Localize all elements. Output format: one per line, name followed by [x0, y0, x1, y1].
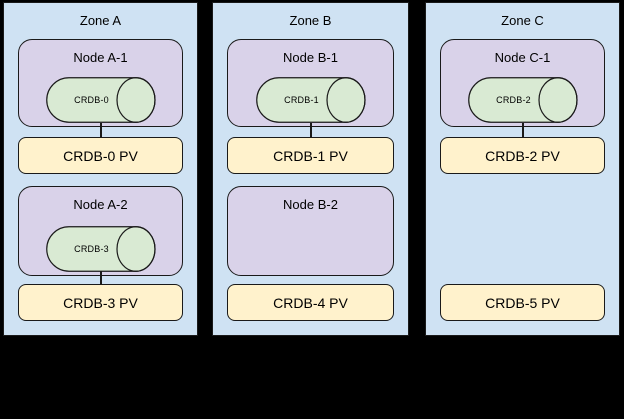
- crdb-2-cylinder: CRDB-2: [467, 77, 578, 123]
- database-cylinder-icon: [255, 77, 366, 123]
- zone-b-panel: Zone B Node B-1 CRDB-1 CRDB-1 PV Node B-…: [212, 2, 409, 336]
- node-a1-label: Node A-1: [73, 50, 128, 65]
- zone-b-label: Zone B: [289, 13, 332, 28]
- node-a1-box: Node A-1 CRDB-0: [18, 39, 183, 127]
- connector-crdb2-to-pv: [521, 123, 524, 138]
- crdb-0-pv-label: CRDB-0 PV: [63, 147, 138, 164]
- node-b1-label: Node B-1: [283, 50, 338, 65]
- crdb-2-pv-box: CRDB-2 PV: [440, 137, 605, 174]
- crdb-1-cylinder-label: CRDB-1: [284, 95, 319, 105]
- crdb-1-pv-label: CRDB-1 PV: [273, 147, 348, 164]
- zone-c-panel: Zone C Node C-1 CRDB-2 CRDB-2 PV CRDB-5 …: [425, 2, 620, 336]
- zone-a-panel: Zone A Node A-1 CRDB-0 CRDB-0 PV Node A-…: [3, 2, 198, 336]
- crdb-3-pv-label: CRDB-3 PV: [63, 294, 138, 311]
- node-b2-label: Node B-2: [283, 197, 338, 212]
- node-a2-label: Node A-2: [73, 197, 128, 212]
- crdb-3-cylinder: CRDB-3: [45, 226, 156, 272]
- connector-crdb3-to-pv: [99, 271, 102, 285]
- crdb-0-cylinder-label: CRDB-0: [74, 95, 109, 105]
- crdb-4-pv-box: CRDB-4 PV: [227, 284, 394, 321]
- node-b1-box: Node B-1 CRDB-1: [227, 39, 394, 127]
- crdb-1-cylinder: CRDB-1: [255, 77, 366, 123]
- crdb-2-cylinder-label: CRDB-2: [496, 95, 531, 105]
- crdb-4-pv-label: CRDB-4 PV: [273, 294, 348, 311]
- node-b2-box: Node B-2: [227, 186, 394, 276]
- crdb-0-pv-box: CRDB-0 PV: [18, 137, 183, 174]
- crdb-3-pv-box: CRDB-3 PV: [18, 284, 183, 321]
- node-c1-box: Node C-1 CRDB-2: [440, 39, 605, 127]
- crdb-0-cylinder: CRDB-0: [45, 77, 156, 123]
- database-cylinder-icon: [45, 77, 156, 123]
- crdb-5-pv-label: CRDB-5 PV: [485, 294, 560, 311]
- crdb-3-cylinder-label: CRDB-3: [74, 244, 109, 254]
- database-cylinder-icon: [45, 226, 156, 272]
- connector-crdb0-to-pv: [99, 123, 102, 138]
- connector-crdb1-to-pv: [309, 123, 312, 138]
- zone-a-label: Zone A: [79, 13, 122, 28]
- node-c1-label: Node C-1: [494, 50, 551, 65]
- crdb-1-pv-box: CRDB-1 PV: [227, 137, 394, 174]
- zone-c-label: Zone C: [501, 13, 544, 28]
- crdb-2-pv-label: CRDB-2 PV: [485, 147, 560, 164]
- crdb-5-pv-box: CRDB-5 PV: [440, 284, 605, 321]
- database-cylinder-icon: [467, 77, 578, 123]
- node-a2-box: Node A-2 CRDB-3: [18, 186, 183, 276]
